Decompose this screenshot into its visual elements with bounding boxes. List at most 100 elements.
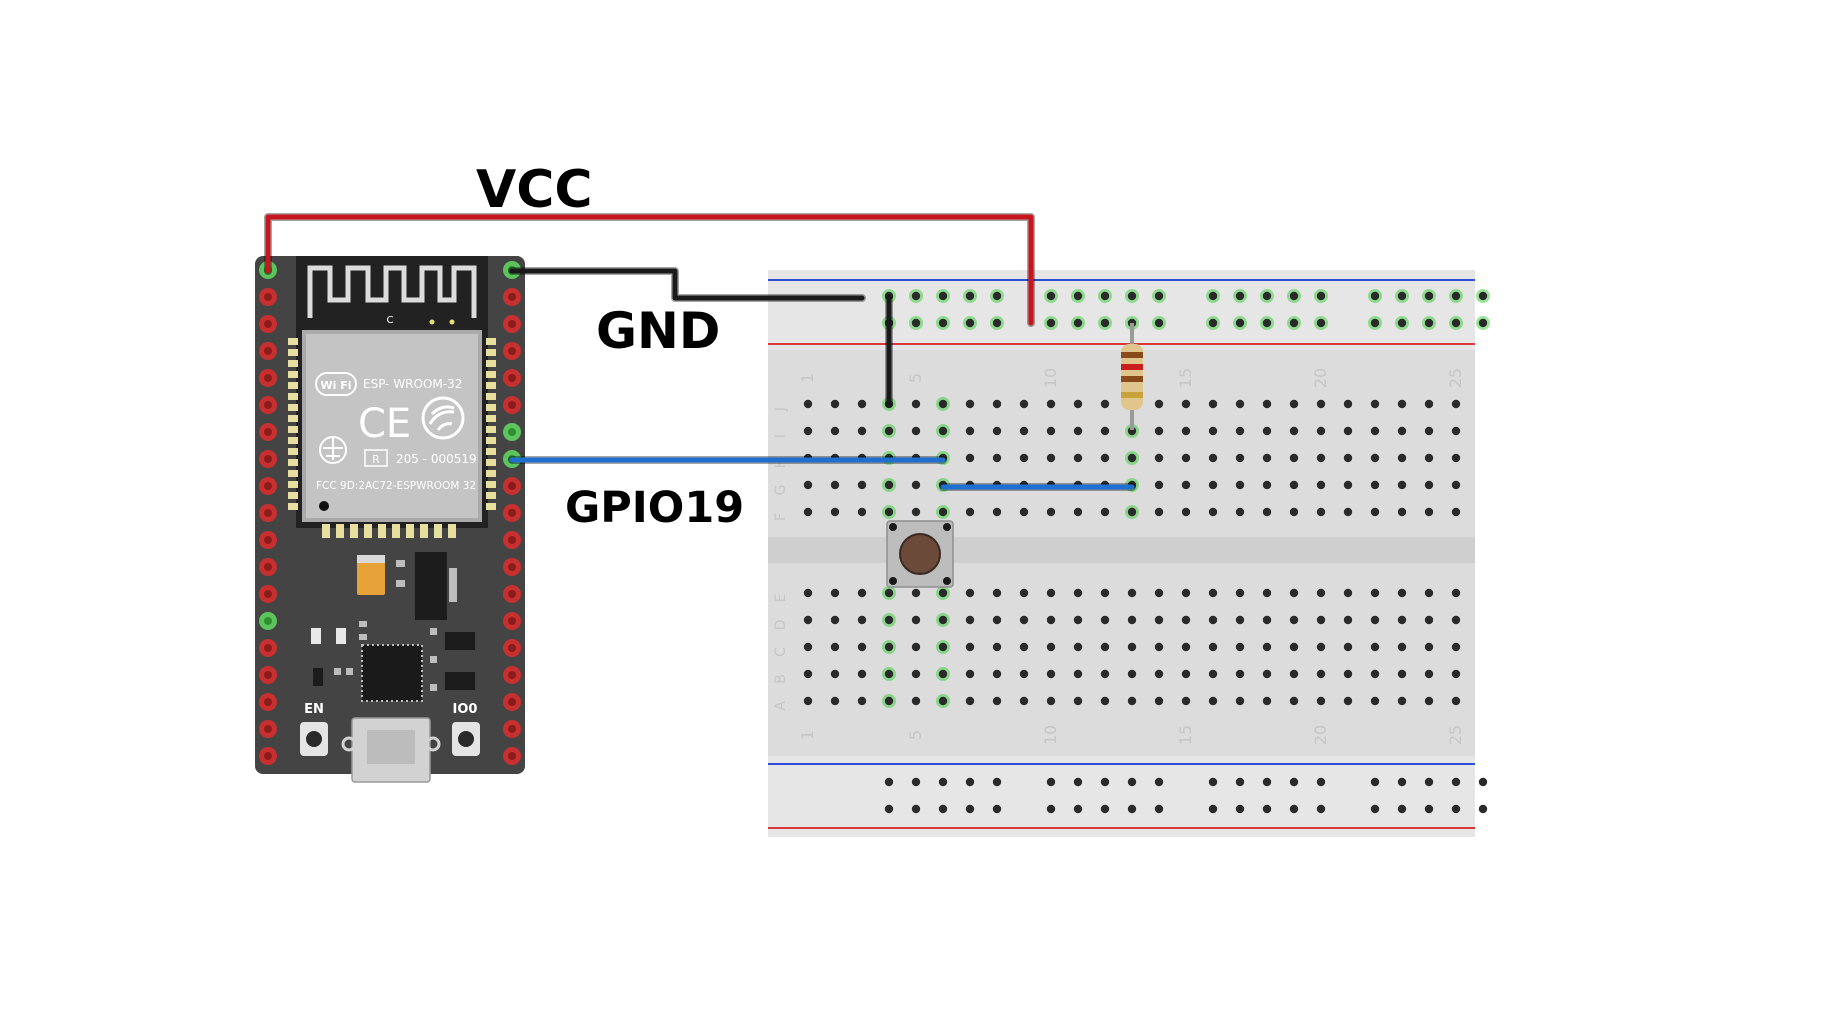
castellated-pad [486, 448, 496, 455]
castellated-pad [448, 524, 456, 538]
breadboard-hole [1154, 804, 1164, 814]
row-letter: G [773, 485, 789, 496]
breadboard-hole [1235, 642, 1245, 652]
castellated-pad [486, 481, 496, 488]
vcc-wire [265, 214, 1034, 326]
header-pin-hole [264, 347, 272, 355]
breadboard-hole [1424, 426, 1434, 436]
header-pin-hole [264, 563, 272, 571]
breadboard-hole [965, 804, 975, 814]
breadboard-hole [1370, 696, 1380, 706]
breadboard-hole [1181, 615, 1191, 625]
breadboard-hole [1289, 507, 1299, 517]
column-number: 5 [906, 730, 925, 740]
breadboard-hole [1343, 507, 1353, 517]
breadboard-hole [1208, 777, 1218, 787]
breadboard-hole [1316, 399, 1326, 409]
breadboard-hole [1370, 588, 1380, 598]
breadboard-hole [1262, 615, 1272, 625]
row-letter: H [773, 458, 789, 469]
breadboard-hole [1451, 426, 1461, 436]
breadboard-hole [1019, 669, 1029, 679]
breadboard-hole [1451, 642, 1461, 652]
ce-mark: CE [358, 401, 411, 447]
breadboard-hole [1235, 453, 1245, 463]
breadboard-hole [857, 615, 867, 625]
breadboard-hole [1046, 453, 1056, 463]
breadboard-hole [1397, 318, 1407, 328]
breadboard-hole [1316, 642, 1326, 652]
push-button-pin [889, 577, 897, 585]
breadboard-hole [1343, 615, 1353, 625]
breadboard-hole [1451, 399, 1461, 409]
metal-shield [306, 334, 478, 518]
breadboard-hole [938, 777, 948, 787]
smd-part [313, 668, 323, 686]
breadboard-hole [911, 615, 921, 625]
column-number: 1 [798, 730, 817, 740]
breadboard-hole [1127, 804, 1137, 814]
resistor-band [1121, 392, 1143, 398]
breadboard-hole [1127, 642, 1137, 652]
breadboard-hole [1127, 588, 1137, 598]
breadboard-hole [1370, 318, 1380, 328]
smd-part [430, 628, 437, 635]
castellated-pad [288, 371, 298, 378]
breadboard-hole [1154, 318, 1164, 328]
breadboard-hole [830, 669, 840, 679]
breadboard-hole [803, 480, 813, 490]
breadboard-hole [1397, 777, 1407, 787]
breadboard-hole [1100, 615, 1110, 625]
row-letter: F [773, 513, 789, 521]
breadboard-hole [1046, 777, 1056, 787]
breadboard-hole [1208, 669, 1218, 679]
castellated-pad [486, 360, 496, 367]
breadboard-hole [1370, 480, 1380, 490]
castellated-pad [288, 382, 298, 389]
castellated-pad [486, 393, 496, 400]
breadboard-hole [1073, 507, 1083, 517]
castellated-pad [486, 503, 496, 510]
breadboard-hole [1208, 642, 1218, 652]
header-pin-hole [264, 671, 272, 679]
header-pin-hole [508, 752, 516, 760]
gnd-wire [509, 268, 865, 301]
breadboard-hole [1316, 507, 1326, 517]
breadboard-hole [803, 507, 813, 517]
breadboard-hole [1073, 588, 1083, 598]
header-pin-hole [508, 482, 516, 490]
breadboard-hole [1181, 588, 1191, 598]
breadboard-hole [884, 507, 894, 517]
breadboard-hole [911, 399, 921, 409]
antenna-trace [307, 265, 477, 318]
breadboard-hole [1424, 399, 1434, 409]
breadboard-hole [1478, 804, 1488, 814]
breadboard-hole [1424, 696, 1434, 706]
breadboard-hole [1019, 696, 1029, 706]
smd-part [359, 621, 367, 627]
breadboard-hole [857, 588, 867, 598]
breadboard-hole [1370, 291, 1380, 301]
breadboard-hole [1181, 399, 1191, 409]
r-mark: R [372, 453, 380, 466]
breadboard-hole [1154, 480, 1164, 490]
breadboard-hole [1397, 426, 1407, 436]
breadboard-hole [1262, 777, 1272, 787]
castellated-pad [350, 524, 358, 538]
castellated-pad [288, 426, 298, 433]
breadboard-hole [803, 642, 813, 652]
breadboard-hole [911, 777, 921, 787]
breadboard-hole [1208, 480, 1218, 490]
breadboard-hole [1316, 804, 1326, 814]
header-pin-hole [508, 374, 516, 382]
breadboard-hole [938, 399, 948, 409]
header-pin-hole [264, 590, 272, 598]
breadboard-hole [1343, 588, 1353, 598]
breadboard-hole [1397, 507, 1407, 517]
breadboard-hole [1316, 615, 1326, 625]
breadboard-hole [1100, 669, 1110, 679]
breadboard-hole [1235, 507, 1245, 517]
breadboard-hole [1073, 696, 1083, 706]
breadboard-hole [1289, 291, 1299, 301]
column-number: 15 [1176, 725, 1195, 745]
